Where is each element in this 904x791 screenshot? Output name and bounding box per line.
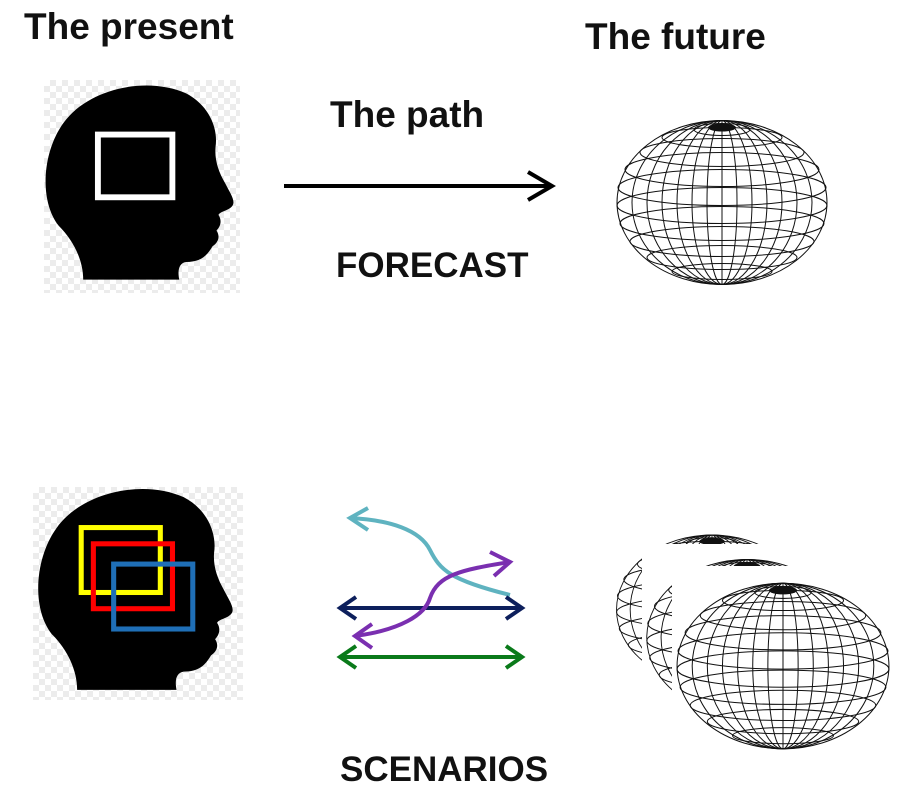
present-frame	[94, 131, 176, 201]
frame-red	[90, 541, 176, 612]
scenario-arrows	[336, 506, 526, 670]
frame-yellow	[78, 525, 163, 596]
frame-blue	[111, 561, 196, 632]
forecast-label: FORECAST	[336, 246, 529, 285]
teal-curved-arrow	[349, 516, 511, 597]
purple-curved-arrow	[354, 560, 511, 638]
path-label: The path	[330, 94, 485, 135]
wireframe-globe-icon	[672, 566, 894, 756]
head-silhouette-icon	[33, 487, 243, 700]
head-silhouette-bottom	[33, 487, 243, 700]
scenarios-label: SCENARIOS	[340, 750, 549, 789]
head-silhouette-icon	[44, 80, 240, 293]
head-silhouette-top	[44, 80, 240, 293]
globe-card-front	[672, 566, 894, 756]
future-title: The future	[585, 16, 766, 57]
wireframe-globe-icon	[612, 105, 832, 290]
forecast-arrow	[284, 170, 556, 202]
present-title: The present	[24, 6, 234, 47]
